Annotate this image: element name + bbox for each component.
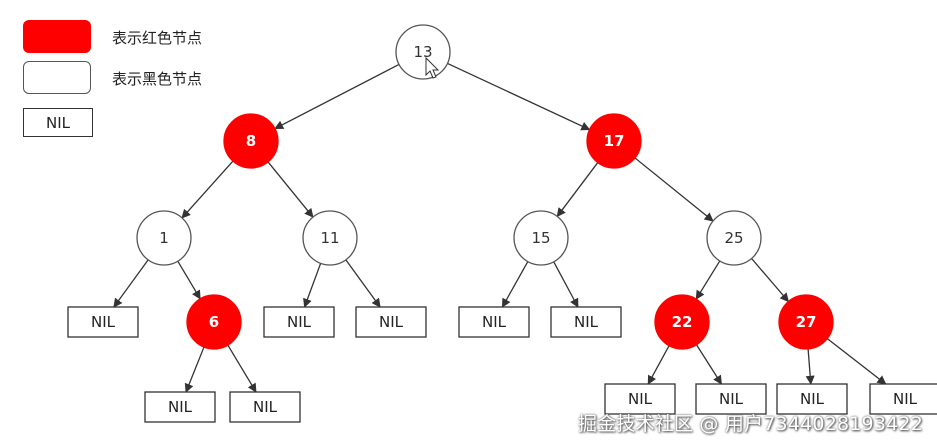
edge-n22-nil8 [647,345,670,385]
nil-leaf: NIL [263,306,335,338]
edge-n13-n8 [274,63,400,130]
nil-leaf: NIL [604,383,676,415]
edge-n11-nil2 [303,263,322,308]
tree-node-1: 1 [136,210,192,266]
nil-leaf: NIL [67,306,139,338]
nil-label: NIL [253,398,278,416]
node-label: 13 [413,43,432,61]
node-label: 6 [209,313,219,331]
node-label: 8 [246,132,256,150]
tree-node-22: 22 [654,294,710,350]
tree-node-15: 15 [513,210,569,266]
nil-leaf: NIL [355,306,427,338]
edge-n17-n15 [556,162,599,218]
edge-n11-nil3 [345,259,381,308]
edge-n15-nil5 [553,261,579,308]
edge-n1-n6 [177,260,201,300]
edge-n22-nil9 [695,344,723,385]
edge-n6-nil6 [184,346,205,393]
mouse-cursor-icon [425,56,440,79]
tree-node-8: 8 [223,113,279,169]
nil-leaf: NIL [458,306,530,338]
node-label: 15 [531,229,550,247]
tree-node-13: 13 [395,24,451,80]
legend-nil-box: NIL [23,108,93,137]
nil-label: NIL [628,390,653,408]
nil-label: NIL [287,313,312,331]
nil-leaf: NIL [869,383,937,415]
node-label: 27 [796,313,817,331]
node-label: 22 [672,313,693,331]
edge-n27-nil10 [805,348,815,385]
nil-label: NIL [482,313,507,331]
nil-label: NIL [379,313,404,331]
nil-leaf: NIL [550,306,622,338]
edge-n13-n17 [447,62,591,131]
legend-red-label: 表示红色节点 [112,29,203,47]
nil-label: NIL [574,313,599,331]
nil-leaf: NIL [144,391,216,423]
edge-n8-n11 [267,161,314,218]
node-label: 25 [724,229,743,247]
tree-node-11: 11 [302,210,358,266]
edge-n15-nil4 [501,261,529,308]
node-label: 1 [159,229,169,247]
nil-label: NIL [719,390,744,408]
nil-label: NIL [91,313,116,331]
edge-n6-nil7 [227,344,257,393]
tree-node-17: 17 [586,113,642,169]
nil-label: NIL [800,390,825,408]
edge-n25-n22 [695,260,721,300]
node-label: 11 [320,229,339,247]
nil-label: NIL [893,390,918,408]
nil-leaf: NIL [776,383,848,415]
watermark: 掘金技术社区 @ 用户7344028193422 [577,413,923,435]
tree-node-25: 25 [706,210,762,266]
nil-leaf: NIL [229,391,301,423]
legend-red-swatch [23,20,91,53]
node-label: 17 [604,132,625,150]
edge-n1-nil1 [113,259,149,308]
legend-black-label: 表示黑色节点 [112,70,203,88]
nil-leaf: NIL [695,383,767,415]
edge-n17-n25 [634,157,714,222]
edge-n25-n27 [751,258,790,303]
edge-n8-n1 [181,160,234,219]
nil-label: NIL [168,398,193,416]
tree-node-6: 6 [186,294,242,350]
tree-node-27: 27 [778,294,834,350]
legend-black-swatch [23,61,91,94]
edge-n27-nil11 [826,338,887,385]
